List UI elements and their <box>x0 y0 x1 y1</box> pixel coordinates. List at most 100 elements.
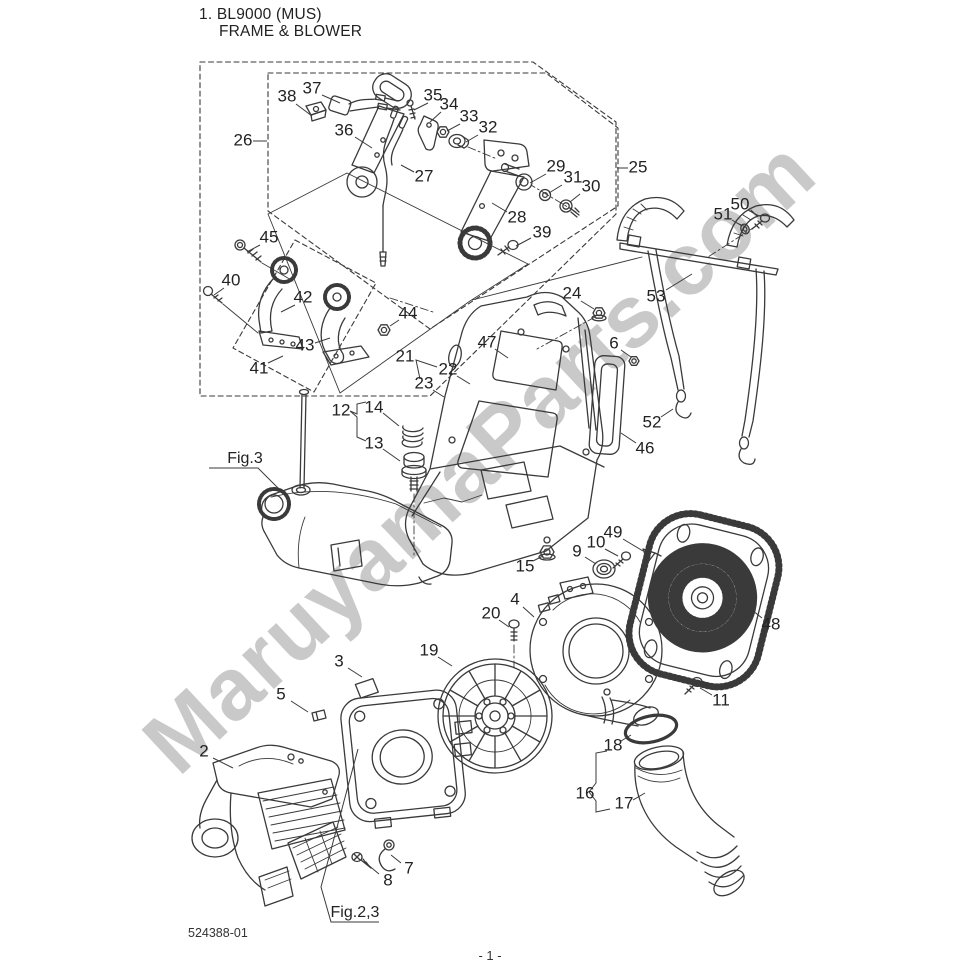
callout-2: 2 <box>199 741 208 760</box>
callout-27: 27 <box>415 166 434 185</box>
part-48-fan-cover <box>625 510 783 691</box>
callout-16: 16 <box>576 783 595 802</box>
leader-9 <box>584 556 597 565</box>
part-14-spring <box>401 425 424 448</box>
leader-Fig.2,3 <box>320 748 379 923</box>
callout-3: 3 <box>334 651 343 670</box>
leader-4 <box>522 606 535 618</box>
callout-40: 40 <box>222 270 241 289</box>
part-53-harness-assembly <box>616 196 795 276</box>
center-axes <box>389 146 757 669</box>
leader-5 <box>290 700 309 713</box>
part-40-screw <box>202 285 259 334</box>
callout-10: 10 <box>587 532 606 551</box>
part-24-nut <box>591 307 607 322</box>
part-11-screw <box>684 676 703 695</box>
part-47-backpack-frame <box>404 291 605 576</box>
part-7-hook <box>378 839 396 872</box>
part-fuel-tank <box>257 388 453 587</box>
callout-52: 52 <box>643 412 662 431</box>
part-45-screw <box>234 239 294 282</box>
leader-Fig.3 <box>209 467 288 498</box>
part-31-washer <box>538 188 552 202</box>
callout-7: 7 <box>404 858 413 877</box>
part-36-throttle-lever <box>346 73 412 198</box>
callout-9: 9 <box>572 541 581 560</box>
callout-13: 13 <box>365 433 384 452</box>
leader-37 <box>321 94 341 104</box>
leader-17 <box>632 792 646 801</box>
leader-51 <box>731 219 743 227</box>
callout-38: 38 <box>278 86 297 105</box>
callout-22: 22 <box>439 359 458 378</box>
callout-8: 8 <box>383 870 392 889</box>
leader-15 <box>532 555 544 562</box>
callout-47: 47 <box>478 332 497 351</box>
leader-39 <box>515 237 532 247</box>
leader-43 <box>314 337 331 344</box>
callout-34: 34 <box>440 94 459 113</box>
callout-45: 45 <box>260 227 279 246</box>
title-line-2: FRAME & BLOWER <box>219 23 363 41</box>
callout-37: 37 <box>303 78 322 97</box>
callout-14: 14 <box>365 397 384 416</box>
leader-50 <box>747 209 760 217</box>
part-4-blower-housing <box>529 576 663 727</box>
callout-29: 29 <box>547 156 566 175</box>
leader-41 <box>267 355 284 364</box>
part-17-elbow <box>633 745 745 897</box>
part-18-o-ring <box>623 713 679 745</box>
leader-20 <box>498 619 510 628</box>
callout-49: 49 <box>604 522 623 541</box>
part-2-engine <box>191 744 347 907</box>
leader-47 <box>494 348 509 359</box>
leader-22 <box>456 375 471 385</box>
leader-16 <box>588 750 611 813</box>
callout-32: 32 <box>479 117 498 136</box>
part-27-throttle-cable <box>379 105 409 267</box>
callout-21: 21 <box>396 346 415 365</box>
leader-28 <box>491 202 508 213</box>
callout-19: 19 <box>420 640 439 659</box>
leader-13 <box>382 448 401 462</box>
part-6-nut <box>628 356 640 366</box>
leader-32 <box>465 134 479 143</box>
part-42-clamp-upper <box>257 256 304 350</box>
callout-18: 18 <box>604 735 623 754</box>
leader-53 <box>665 273 693 291</box>
part-20-screw <box>508 619 520 642</box>
dashed-box-41 <box>232 239 377 393</box>
callout-35: 35 <box>424 85 443 104</box>
callout-6: 6 <box>609 333 618 352</box>
callout-12: 12 <box>332 400 351 419</box>
figure-ref-Fig.2,3: Fig.2,3 <box>331 904 380 921</box>
leader-23 <box>432 389 445 398</box>
callout-42: 42 <box>294 287 313 306</box>
leader-33 <box>446 123 461 132</box>
leader-19 <box>437 656 453 667</box>
leader-34 <box>429 111 442 123</box>
leader-46 <box>620 432 637 444</box>
part-10-screw <box>612 551 632 569</box>
leader-36 <box>354 136 373 149</box>
leader-31 <box>548 184 563 194</box>
leader-52 <box>660 408 674 418</box>
leader-27 <box>400 164 415 173</box>
callout-50: 50 <box>731 194 750 213</box>
callout-53: 53 <box>647 286 666 305</box>
callout-33: 33 <box>460 106 479 125</box>
leader-30 <box>569 193 581 203</box>
leader-40 <box>213 287 225 296</box>
callout-51: 51 <box>714 204 733 223</box>
leader-18 <box>620 734 632 742</box>
page-title: 1. BL9000 (MUS) FRAME & BLOWER <box>199 6 362 41</box>
callout-4: 4 <box>510 589 519 608</box>
leader-7 <box>390 854 402 864</box>
leader-29 <box>529 173 547 184</box>
dashed-box-26 <box>199 61 617 397</box>
leader-24 <box>580 300 595 310</box>
callout-48: 48 <box>762 614 781 633</box>
part-38-grommet <box>305 101 327 122</box>
